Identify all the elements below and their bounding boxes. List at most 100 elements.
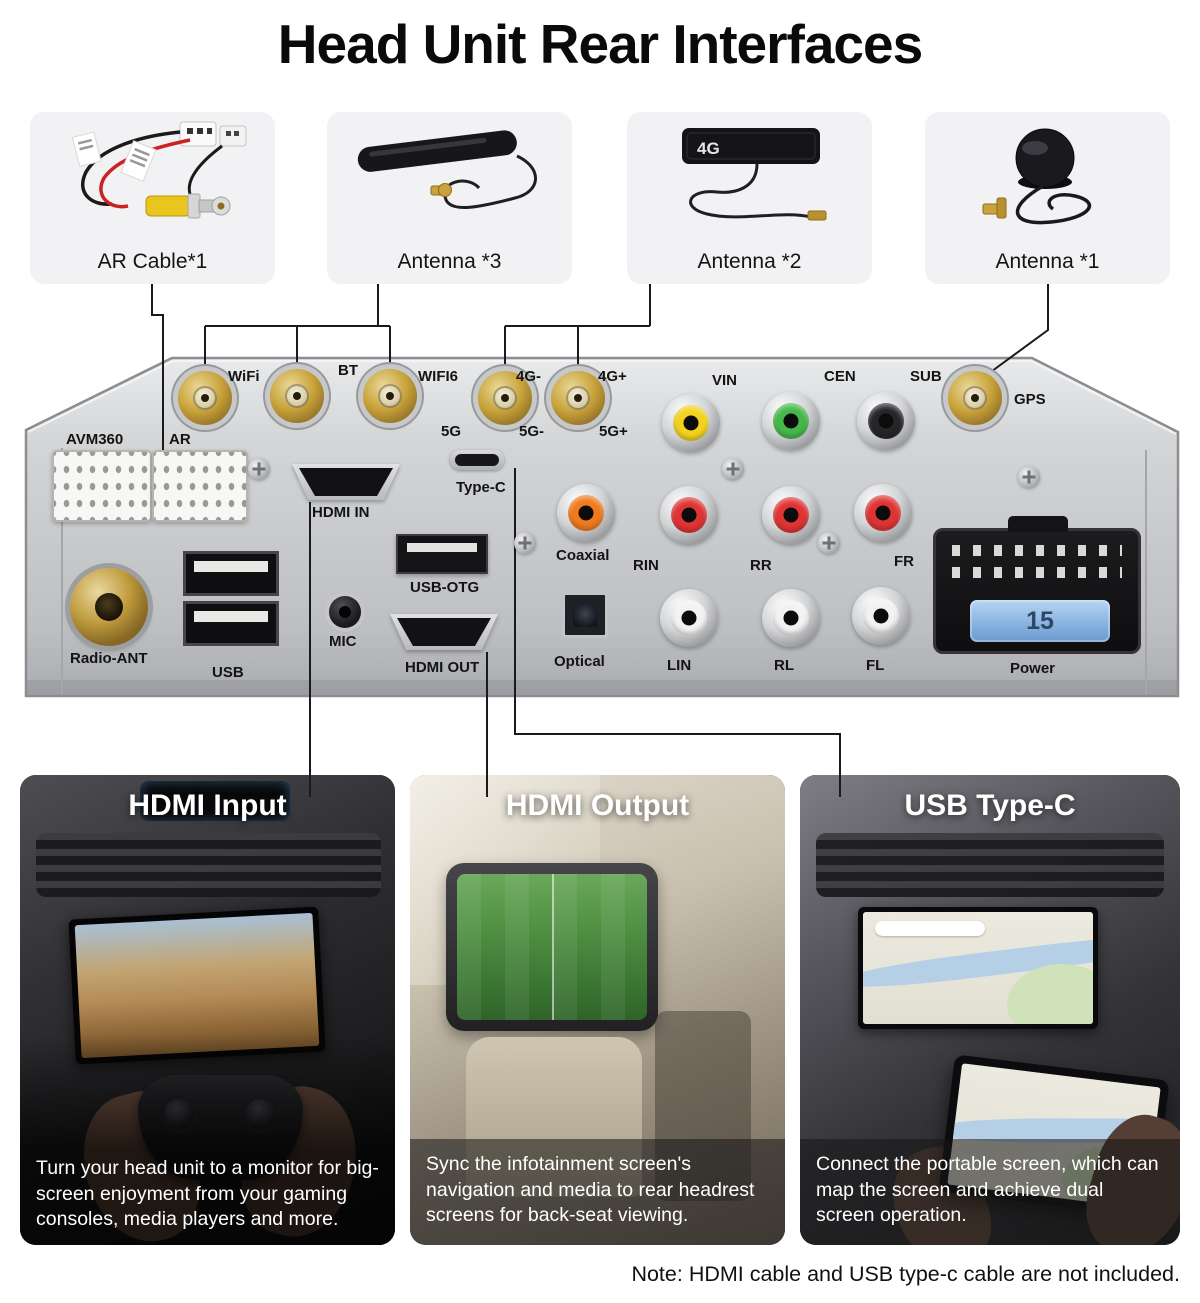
air-vent	[816, 833, 1164, 897]
rca-port-rr	[762, 486, 820, 544]
usb-port-top	[183, 551, 279, 596]
feature-caption: Sync the infotainment screen's navigatio…	[410, 1138, 785, 1245]
navigation-map	[863, 912, 1093, 1024]
power-fuse: 15	[970, 600, 1110, 642]
port-label-cen: CEN	[824, 368, 856, 385]
hdmi-in-port	[292, 464, 400, 500]
radio-ant-port	[70, 568, 148, 646]
rca-port-fr	[854, 484, 912, 542]
antenna-4g-badge: 4G	[697, 139, 720, 158]
accessory-card-antenna-2: 4G Antenna *2	[627, 112, 872, 284]
port-label-avm360: AVM360	[66, 431, 124, 448]
port-label-rr: RR	[750, 557, 772, 574]
port-label-fl: FL	[866, 657, 885, 674]
rca-port-rl	[762, 589, 820, 647]
power-pins-row	[952, 545, 1122, 556]
hdmi-out-port	[390, 614, 498, 650]
soccer-scene	[457, 874, 647, 1020]
port-label-4g-minus: 4G-	[516, 368, 542, 385]
port-label-rl: RL	[774, 657, 794, 674]
usb-port-bottom	[183, 601, 279, 646]
antenna-3-icon	[357, 130, 537, 209]
antenna-port-bt	[270, 369, 324, 423]
avm360-connector	[52, 450, 152, 522]
feature-usb-type-c: USB Type-C Connect the portable screen, …	[800, 775, 1180, 1245]
instrument-cluster	[140, 781, 290, 821]
port-label-ar: AR	[169, 431, 191, 448]
port-label-hdmi-in: HDMI IN	[312, 504, 370, 521]
port-label-radio-ant: Radio-ANT	[70, 650, 148, 667]
feature-caption: Connect the portable screen, which can m…	[800, 1138, 1180, 1245]
port-label-power: Power	[1010, 660, 1056, 677]
port-label-bt: BT	[338, 362, 358, 379]
head-unit-screen	[858, 907, 1098, 1029]
port-label-mic: MIC	[329, 633, 357, 650]
port-label-usb: USB	[212, 664, 244, 681]
ar-connector	[152, 450, 248, 522]
antenna-port-4g-plus	[551, 371, 605, 425]
accessory-label: Antenna *2	[697, 250, 802, 273]
screw-icon	[1018, 466, 1040, 488]
port-label-wifi: WiFi	[228, 368, 260, 385]
screw-icon	[248, 458, 270, 480]
type-c-port	[450, 450, 504, 470]
port-label-rin: RIN	[633, 557, 659, 574]
accessory-label: Antenna *1	[995, 250, 1100, 273]
photo-shade	[20, 1035, 395, 1245]
feature-hdmi-output: HDMI Output Sync the infotainment screen…	[410, 775, 785, 1245]
power-pins-row	[952, 567, 1122, 578]
footnote: Note: HDMI cable and USB type-c cable ar…	[631, 1262, 1180, 1286]
accessory-label: Antenna *3	[397, 250, 502, 273]
antenna-port-wifi6	[363, 369, 417, 423]
usb-ports	[183, 551, 279, 651]
port-label-lin: LIN	[667, 657, 692, 674]
accessory-card-ar-cable: AR Cable*1	[30, 112, 275, 284]
rca-port-lin	[660, 589, 718, 647]
port-label-4g-plus: 4G+	[598, 368, 627, 385]
feature-hdmi-input: HDMI Input Turn your head unit to a moni…	[20, 775, 395, 1245]
port-label-hdmi-out: HDMI OUT	[405, 659, 480, 676]
port-label-gps: GPS	[1014, 391, 1046, 408]
mic-port	[329, 596, 361, 628]
antenna-1-icon	[982, 128, 1092, 225]
accessory-card-antenna-1: Antenna *1	[925, 112, 1170, 284]
port-label-vin: VIN	[712, 372, 738, 389]
rca-port-sub	[857, 392, 915, 450]
accessory-card-antenna-3: Antenna *3	[327, 112, 572, 284]
page-title: Head Unit Rear Interfaces	[277, 13, 923, 75]
optical-port	[562, 592, 608, 638]
feature-caption: Turn your head unit to a monitor for big…	[36, 1156, 379, 1231]
map-search-bar	[875, 921, 985, 936]
port-label-5g-plus: 5G+	[599, 423, 628, 440]
feature-title: HDMI Output	[505, 789, 690, 822]
power-connector: 15	[933, 516, 1141, 654]
antenna-port-4g-minus	[478, 371, 532, 425]
port-label-wifi6: WIFI6	[418, 368, 458, 385]
headrest-monitor	[446, 863, 658, 1031]
fuse-label: 15	[1026, 606, 1054, 635]
port-label-fr: FR	[894, 553, 914, 570]
usb-otg-port	[396, 534, 488, 574]
ar-cable-icon	[71, 121, 247, 219]
rca-port-vin	[662, 394, 720, 452]
rca-port-rin	[660, 486, 718, 544]
screw-icon	[514, 532, 536, 554]
screw-icon	[818, 532, 840, 554]
port-label-usb-otg: USB-OTG	[410, 579, 480, 596]
port-label-optical: Optical	[554, 653, 605, 670]
antenna-port-wifi	[178, 371, 232, 425]
port-label-5g-minus: 5G-	[519, 423, 545, 440]
feature-title: USB Type-C	[904, 789, 1076, 822]
antenna-2-icon: 4G	[682, 128, 827, 221]
feature-title: HDMI Input	[128, 789, 287, 822]
port-label-coaxial: Coaxial	[556, 547, 610, 564]
port-label-5g: 5G	[441, 423, 462, 440]
rca-port-coaxial	[557, 484, 615, 542]
antenna-port-gps	[948, 371, 1002, 425]
rca-port-fl	[852, 587, 910, 645]
port-label-type-c: Type-C	[456, 479, 506, 496]
screw-icon	[722, 458, 744, 480]
rca-port-cen	[762, 392, 820, 450]
port-label-sub: SUB	[910, 368, 942, 385]
